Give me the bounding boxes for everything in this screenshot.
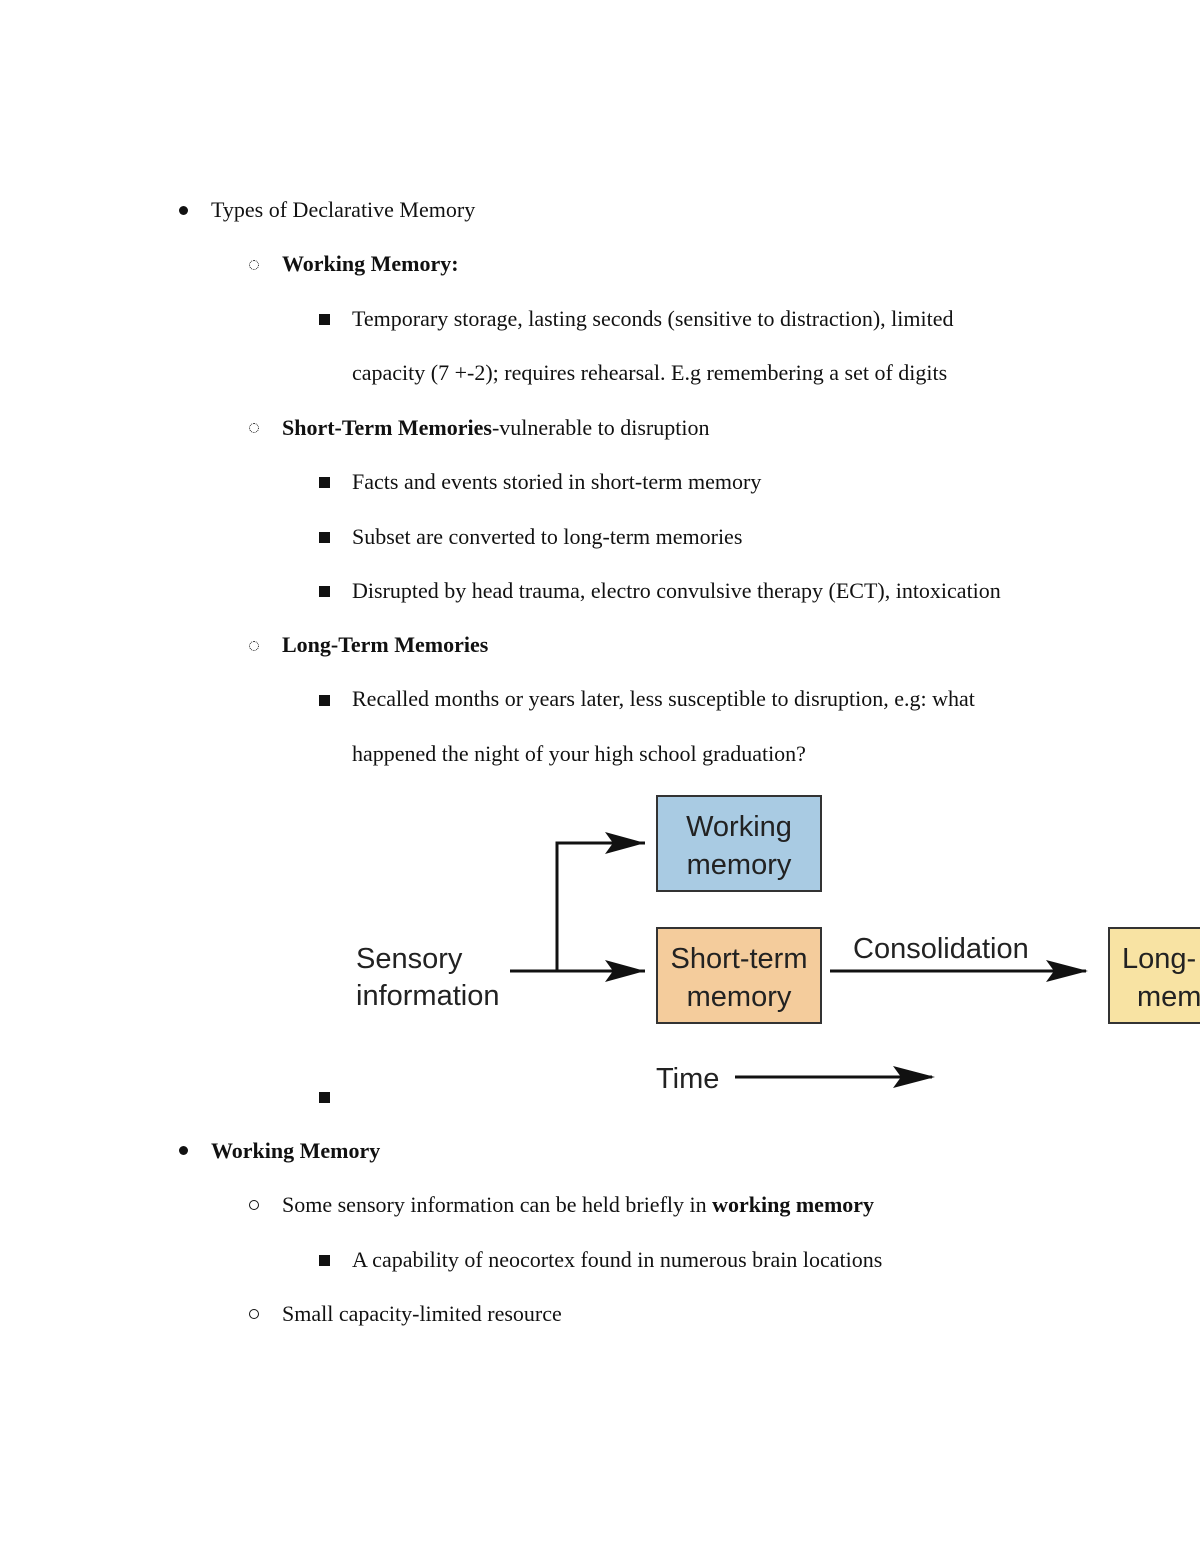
arrowhead-consolidation — [1046, 960, 1088, 982]
short-term-memories-desc: -vulnerable to disruption — [491, 415, 710, 440]
working-memory-title: Working Memory: — [282, 251, 459, 276]
working-memory-description-line1: Temporary storage, lasting seconds (sens… — [352, 306, 954, 331]
wm-sub-neocortex: A capability of neocortex found in numer… — [352, 1247, 883, 1272]
arrowhead-time — [893, 1066, 935, 1088]
wm-item-sensory-text: Some sensory information can be held bri… — [282, 1192, 713, 1217]
working-memory-box-line1: Working — [686, 811, 792, 843]
long-term-memory-box — [1108, 927, 1200, 1024]
short-term-memory-box — [656, 927, 822, 1024]
bullet-circle — [249, 423, 259, 433]
bullet-square — [319, 532, 330, 543]
working-memory-box-line2: memory — [687, 849, 792, 881]
arrowhead-short-term — [605, 960, 645, 982]
bullet-circle — [249, 1309, 259, 1319]
bullet-disc — [179, 206, 188, 215]
long-term-memory-box-line1: Long- — [1122, 943, 1196, 975]
time-label: Time — [656, 1063, 719, 1095]
long-term-memories-title: Long-Term Memories — [282, 632, 489, 657]
stm-item-facts: Facts and events storied in short-term m… — [352, 469, 762, 494]
wm-item-sensory-bold: working memory — [712, 1192, 875, 1217]
wm-item-capacity: Small capacity-limited resource — [282, 1301, 562, 1326]
sensory-information-label-line1: Sensory — [356, 943, 463, 975]
working-memory-box — [656, 795, 822, 892]
bullet-square — [319, 695, 330, 706]
bullet-square — [319, 586, 330, 597]
consolidation-label: Consolidation — [853, 933, 1029, 965]
memory-flow-diagram: Sensory information Working memory Short… — [356, 795, 1200, 1095]
stm-item-disrupted: Disrupted by head trauma, electro convul… — [352, 578, 1001, 603]
bullet-circle — [249, 1200, 259, 1210]
bullet-square — [319, 1092, 330, 1103]
arrow-sensory-to-working — [555, 841, 645, 971]
bullet-square — [319, 1255, 330, 1266]
arrowhead-working — [605, 832, 645, 854]
heading-working-memory: Working Memory — [211, 1138, 381, 1163]
short-term-memories-item: Short-Term Memories-vulnerable to disrup… — [282, 414, 709, 442]
bullet-disc — [179, 1146, 188, 1155]
bullet-circle — [249, 260, 259, 270]
ltm-description-line2: happened the night of your high school g… — [352, 741, 806, 766]
short-term-memory-box-line1: Short-term — [671, 943, 808, 975]
wm-item-sensory: Some sensory information can be held bri… — [282, 1191, 874, 1219]
ltm-description-line1: Recalled months or years later, less sus… — [352, 686, 975, 711]
long-term-memory-box-line2: mem — [1137, 981, 1200, 1013]
short-term-memories-title: Short-Term Memories — [282, 415, 492, 440]
sensory-information-label-line2: information — [356, 980, 499, 1012]
bullet-square — [319, 477, 330, 488]
working-memory-description-line2: capacity (7 +-2); requires rehearsal. E.… — [352, 360, 948, 385]
heading-types-declarative-memory: Types of Declarative Memory — [211, 197, 476, 222]
bullet-square — [319, 314, 330, 325]
bullet-circle — [249, 641, 259, 651]
short-term-memory-box-line2: memory — [687, 981, 792, 1013]
stm-item-subset: Subset are converted to long-term memori… — [352, 524, 743, 549]
